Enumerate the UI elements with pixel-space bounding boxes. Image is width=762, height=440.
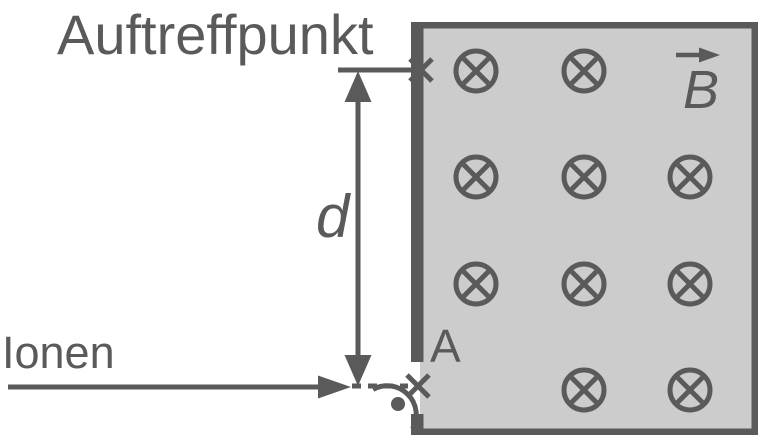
field-vector: B: [676, 47, 720, 120]
field-into-page-symbol-icon: [561, 48, 607, 94]
ion-beam-arrow-head-icon: [318, 375, 351, 399]
ions-label: Ionen: [2, 327, 115, 378]
field-into-page-symbol-icon: [667, 367, 713, 413]
field-into-page-symbol-icon: [561, 367, 607, 413]
entry-cross-icon: [405, 373, 431, 399]
distance-label: d: [316, 183, 351, 250]
impact-point-label: Auftreffpunkt: [57, 3, 374, 66]
field-into-page-symbol-icon: [561, 261, 607, 307]
entry-point-label: A: [430, 320, 461, 372]
ion-beam: Ionen: [2, 327, 431, 431]
distance-arrow-head-down-icon: [344, 355, 372, 386]
impact-cross-icon: [408, 57, 434, 83]
distance-arrow-head-up-icon: [344, 71, 372, 102]
magnetic-field-label: B: [683, 60, 719, 120]
field-into-page-symbol-icon: [453, 261, 499, 307]
b-vector-arrow-head-icon: [699, 47, 720, 63]
field-into-page-symbol-icon: [561, 154, 607, 200]
field-into-page-symbol-icon: [667, 261, 713, 307]
detector-plate-upper: [411, 22, 424, 362]
field-region-border-right: [751, 22, 758, 435]
distance-dimension: d: [316, 71, 372, 386]
field-region-border-top: [411, 22, 758, 29]
entry-dot-icon: [391, 397, 405, 411]
entry-arc: [371, 383, 419, 431]
field-into-page-symbol-icon: [667, 154, 713, 200]
field-into-page-symbol-icon: [453, 48, 499, 94]
field-into-page-symbol-icon: [453, 154, 499, 200]
field-region-border-bottom: [411, 428, 758, 435]
impact-point: Auftreffpunkt: [57, 3, 434, 83]
field-symbols: [453, 48, 713, 413]
